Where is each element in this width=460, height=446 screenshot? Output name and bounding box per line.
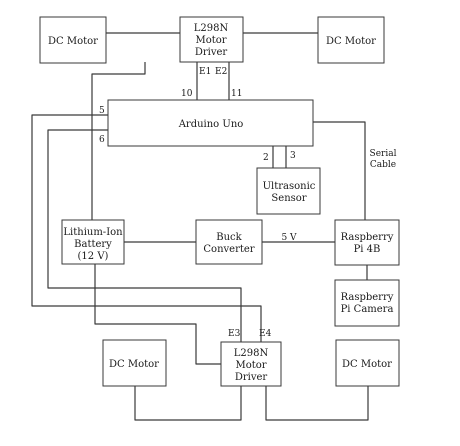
dc-motor-top-right: DC Motor — [317, 16, 385, 64]
wire-top-driver-to-battery — [91, 62, 146, 220]
block-label: L298N — [234, 348, 269, 359]
connection-labels: E1 E2 10 11 5 6 2 3 Serial Cable 5 V E3 … — [99, 67, 397, 339]
raspberry-pi-camera: Raspberry Pi Camera — [334, 279, 400, 327]
l298n-motor-driver-top: L298N Motor Driver — [179, 16, 244, 63]
block-label: DC Motor — [48, 36, 98, 47]
wire-bottom-driver-to-right-motor — [265, 386, 369, 421]
buck-converter: Buck Converter — [195, 219, 263, 265]
dc-motor-top-left: DC Motor — [39, 16, 107, 64]
block-label: Lithium-Ion — [63, 227, 123, 238]
label-e3: E3 — [228, 329, 241, 339]
label-serial-cable: Serial — [370, 149, 397, 159]
label-e1: E1 — [199, 67, 211, 77]
block-label: Converter — [203, 244, 254, 255]
block-label: Pi 4B — [354, 244, 381, 255]
wire-bottom-driver-to-left-motor — [134, 386, 242, 421]
ultrasonic-sensor: Ultrasonic Sensor — [256, 167, 321, 215]
block-label: Battery — [74, 239, 112, 250]
label-pin-10: 10 — [181, 89, 193, 99]
label-e4: E4 — [259, 329, 272, 339]
wire-serial-cable — [313, 121, 366, 220]
l298n-motor-driver-bottom: L298N Motor Driver — [220, 341, 282, 387]
block-label: Driver — [235, 372, 268, 383]
wire-pin-5-to-e4 — [31, 114, 262, 342]
block-label: Raspberry — [341, 292, 394, 303]
block-label: (12 V) — [78, 251, 109, 262]
block-label: Raspberry — [341, 232, 394, 243]
label-serial-cable: Cable — [370, 160, 396, 170]
block-label: Buck — [216, 232, 242, 243]
block-label: DC Motor — [109, 359, 159, 370]
raspberry-pi-4b: Raspberry Pi 4B — [334, 219, 400, 266]
block-label: Arduino Uno — [178, 119, 244, 130]
arduino-uno: Arduino Uno — [107, 99, 314, 147]
block-label: Motor — [195, 35, 226, 46]
block-label: DC Motor — [326, 36, 376, 47]
label-pin-2: 2 — [263, 153, 269, 163]
block-label: Ultrasonic — [263, 181, 316, 192]
label-5v: 5 V — [281, 233, 297, 243]
dc-motor-bottom-right: DC Motor — [335, 339, 400, 387]
label-pin-3: 3 — [290, 151, 296, 161]
label-e2: E2 — [215, 67, 227, 77]
block-label: Pi Camera — [341, 304, 394, 315]
wires — [31, 32, 369, 421]
block-label: Motor — [235, 360, 266, 371]
wire-pin-6-to-e3 — [47, 129, 242, 342]
lithium-ion-battery: Lithium-Ion Battery (12 V) — [61, 219, 125, 265]
label-pin-11: 11 — [231, 89, 242, 99]
label-pin-5: 5 — [99, 106, 105, 116]
wire-battery-to-bottom-driver — [94, 264, 221, 365]
block-label: L298N — [194, 23, 229, 34]
block-label: Driver — [195, 47, 228, 58]
block-label: DC Motor — [342, 359, 392, 370]
dc-motor-bottom-left: DC Motor — [102, 339, 167, 387]
block-label: Sensor — [271, 193, 306, 204]
label-pin-6: 6 — [99, 135, 105, 145]
